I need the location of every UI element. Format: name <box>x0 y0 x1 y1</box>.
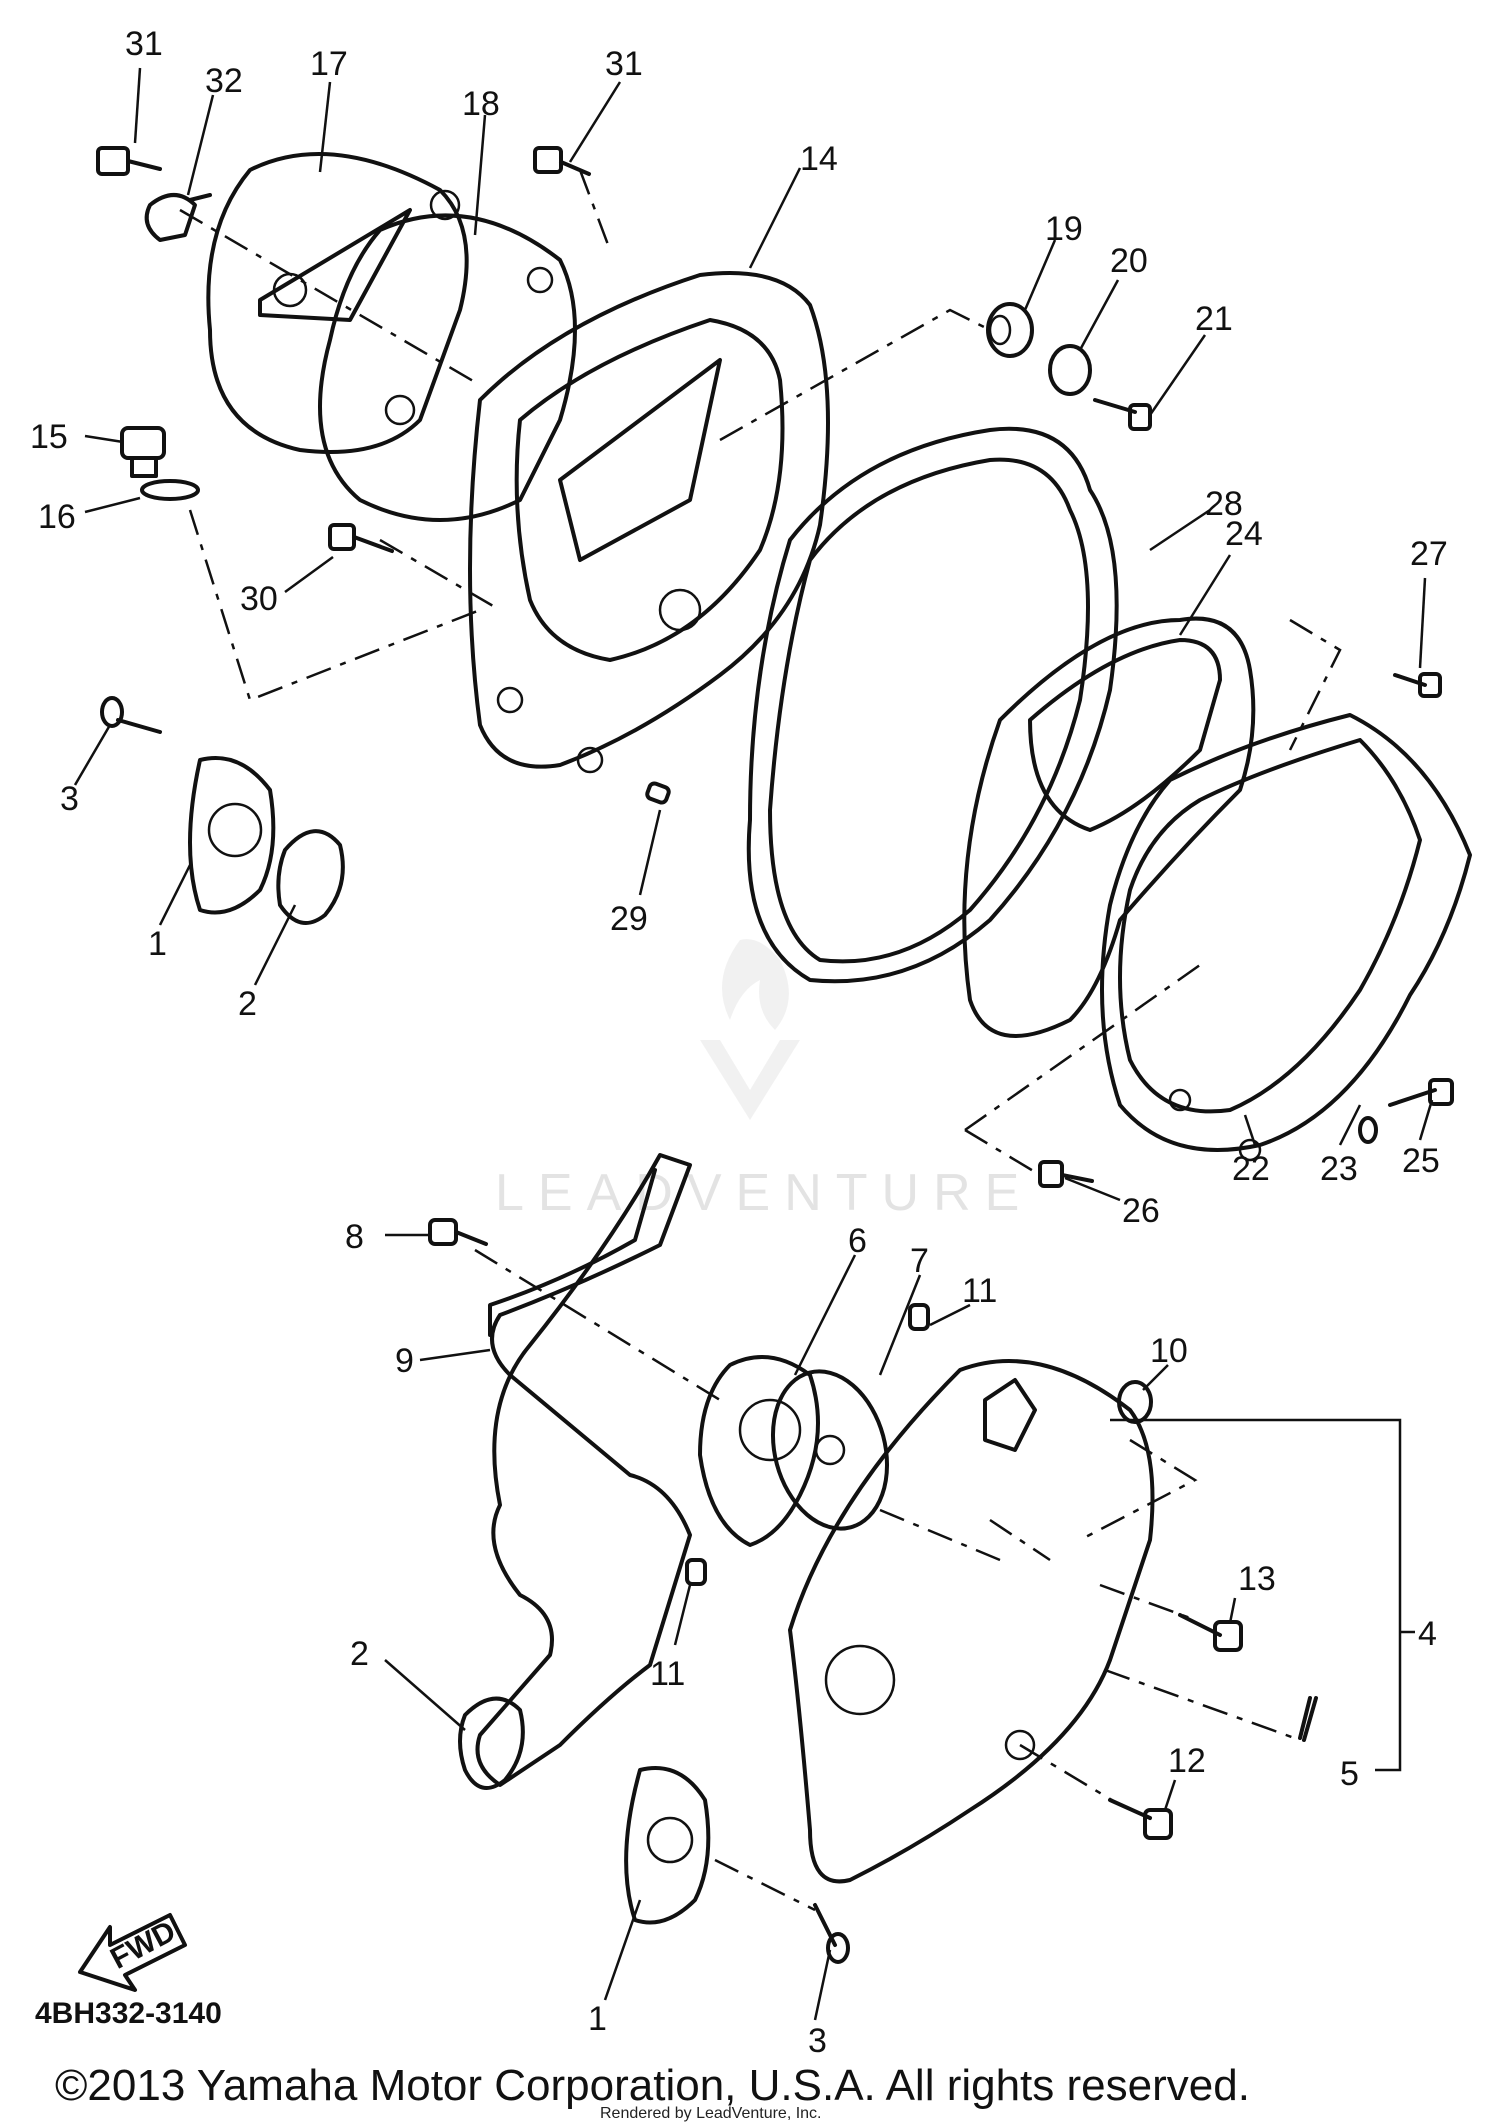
callout-15: 15 <box>30 418 68 456</box>
callout-11-top: 11 <box>962 1272 997 1310</box>
callout-31-top-left: 31 <box>125 25 163 63</box>
upper-dash-lines <box>179 169 1342 1177</box>
callout-18: 18 <box>462 85 500 123</box>
callout-32: 32 <box>205 62 243 100</box>
callout-23: 23 <box>1320 1150 1358 1188</box>
callout-5: 5 <box>1340 1755 1359 1793</box>
callout-1-lower: 1 <box>588 2000 607 2038</box>
part-18-gasket <box>318 213 577 522</box>
part-6-water-pump <box>698 1355 820 1547</box>
part-8-bolt <box>428 1218 488 1246</box>
callout-2-lower: 2 <box>350 1635 369 1673</box>
part-20-washer <box>1048 344 1092 396</box>
part-2-gasket-upper <box>276 829 345 925</box>
callout-3-lower: 3 <box>808 2022 827 2060</box>
fwd-arrow-icon: FWD <box>78 1913 187 1992</box>
callout-13: 13 <box>1238 1560 1276 1598</box>
callout-20: 20 <box>1110 242 1148 280</box>
rendered-by-notice: Rendered by LeadVenture, Inc. <box>600 2105 822 2122</box>
callout-17: 17 <box>310 45 348 83</box>
callout-9: 9 <box>395 1342 414 1380</box>
part-14-crankcase-cover <box>468 271 830 774</box>
upper-leader-lines <box>73 67 1434 1202</box>
callout-6: 6 <box>848 1222 867 1260</box>
part-32-clamp <box>144 193 212 242</box>
part-31-bolt-left <box>96 146 162 176</box>
part-11-dowel-top <box>908 1303 930 1331</box>
callout-3-upper: 3 <box>60 780 79 818</box>
callout-4: 4 <box>1418 1615 1437 1653</box>
callout-10: 10 <box>1150 1332 1188 1370</box>
part-21-bolt <box>1093 398 1152 431</box>
callout-31-top-center: 31 <box>605 45 643 83</box>
callout-26: 26 <box>1122 1192 1160 1230</box>
part-30-bolt <box>328 523 394 553</box>
callout-19: 19 <box>1045 210 1083 248</box>
part-29-dowel <box>645 781 671 805</box>
part-4-crankcase-cover <box>788 1359 1155 1884</box>
part-19-damper <box>986 302 1034 358</box>
callout-12: 12 <box>1168 1742 1206 1780</box>
callout-8: 8 <box>345 1218 364 1256</box>
part-26-bolt <box>1038 1160 1094 1188</box>
callout-11-bottom: 11 <box>650 1655 685 1693</box>
lower-dash-lines <box>474 1248 1301 1912</box>
callout-29: 29 <box>610 900 648 938</box>
drawing-code: 4BH332-3140 <box>35 1997 222 2030</box>
part-16-o-ring <box>140 479 200 501</box>
part-13-bolt <box>1178 1613 1243 1652</box>
copyright-notice: ©2013 Yamaha Motor Corporation, U.S.A. A… <box>55 2061 1250 2110</box>
callout-14: 14 <box>800 140 838 178</box>
part-3-bolt-upper <box>100 696 162 734</box>
callout-24: 24 <box>1225 515 1263 553</box>
part-5-drain-screw <box>1298 1696 1318 1742</box>
part-23-dowel <box>1358 1116 1378 1144</box>
callout-25: 25 <box>1402 1142 1440 1180</box>
part-1-cap-upper <box>188 756 276 915</box>
part-15-filler-plug <box>120 426 166 478</box>
callout-16: 16 <box>38 498 76 536</box>
lower-leader-lines <box>384 1233 1415 2021</box>
callout-7: 7 <box>910 1242 929 1280</box>
callout-1-upper: 1 <box>148 925 167 963</box>
part-31-bolt-center <box>533 146 591 176</box>
part-2-gasket-lower <box>458 1696 525 1790</box>
part-17-cover-plate <box>206 152 469 454</box>
part-22-generator-cover <box>1100 713 1472 1162</box>
part-1-cap-lower <box>624 1766 711 1925</box>
callout-22: 22 <box>1232 1150 1270 1188</box>
part-27-bolt <box>1393 672 1442 698</box>
part-28-gasket <box>746 426 1119 984</box>
part-25-bolt <box>1388 1078 1454 1107</box>
callout-labels: 31 32 17 18 31 14 19 20 21 15 16 30 28 2… <box>30 25 1448 2060</box>
watermark-text: LEADVENTURE <box>495 1164 1033 1222</box>
part-11-dowel-bottom <box>685 1558 707 1586</box>
part-24-gasket <box>962 616 1256 1038</box>
part-3-bolt-lower <box>813 1903 850 1964</box>
leadventure-watermark-logo <box>700 939 800 1120</box>
callout-27: 27 <box>1410 535 1448 573</box>
part-7-gasket <box>770 1369 890 1531</box>
callout-30: 30 <box>240 580 278 618</box>
callout-2-upper: 2 <box>238 985 257 1023</box>
callout-21: 21 <box>1195 300 1233 338</box>
part-9-gasket <box>475 1153 692 1787</box>
callout-28: 28 <box>1205 485 1243 523</box>
